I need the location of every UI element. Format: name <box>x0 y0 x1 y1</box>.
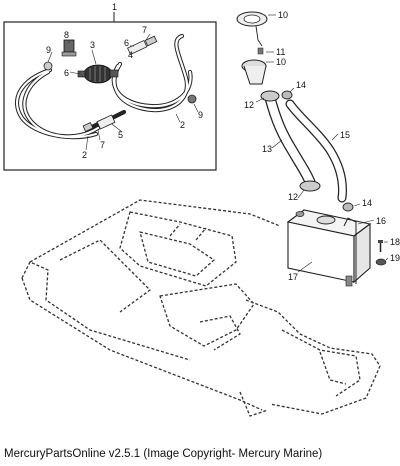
callout-19: 19 <box>390 253 400 263</box>
mower-frame <box>21 199 381 417</box>
callout-7-upper: 7 <box>142 25 147 35</box>
callout-11: 11 <box>276 47 285 57</box>
callout-6-lower: 6 <box>64 68 69 78</box>
callout-2-lower: 2 <box>82 150 87 160</box>
callout-1: 1 <box>112 2 117 12</box>
callout-16: 16 <box>376 216 386 226</box>
callout-12-lower: 12 <box>288 192 298 202</box>
fuel-system-parts-diagram: 1 8 3 7 6 4 9 6 2 9 5 7 2 10 11 10 <box>3 2 400 417</box>
callout-13: 13 <box>262 144 272 154</box>
callout-17: 17 <box>288 272 298 282</box>
fuel-tank: 16 18 19 17 <box>286 209 400 287</box>
fuel-cap-assembly: 10 11 10 <box>236 10 288 85</box>
callout-10-neck: 10 <box>276 57 286 67</box>
callout-5: 5 <box>118 130 123 140</box>
callout-8: 8 <box>64 30 69 40</box>
callout-15: 15 <box>340 130 350 140</box>
copyright-footer: MercuryPartsOnline v2.5.1 (Image Copyrig… <box>4 448 323 460</box>
callout-7-lower: 7 <box>100 140 105 150</box>
fuel-line-kit-inset: 1 8 3 7 6 4 9 6 2 9 5 7 2 <box>3 2 217 171</box>
callout-12-upper: 12 <box>244 100 254 110</box>
callout-18: 18 <box>390 237 400 247</box>
callout-14-upper: 14 <box>296 80 306 90</box>
callout-9-left: 9 <box>46 45 51 55</box>
callout-4: 4 <box>128 50 133 60</box>
callout-3: 3 <box>90 40 95 50</box>
callout-9-right: 9 <box>198 110 203 120</box>
callout-6-upper: 6 <box>124 38 129 48</box>
callout-10-cap: 10 <box>278 10 288 20</box>
fuel-hoses: 12 14 15 13 12 14 <box>244 80 372 212</box>
callout-2-right: 2 <box>180 120 185 130</box>
callout-14-lower: 14 <box>362 198 372 208</box>
